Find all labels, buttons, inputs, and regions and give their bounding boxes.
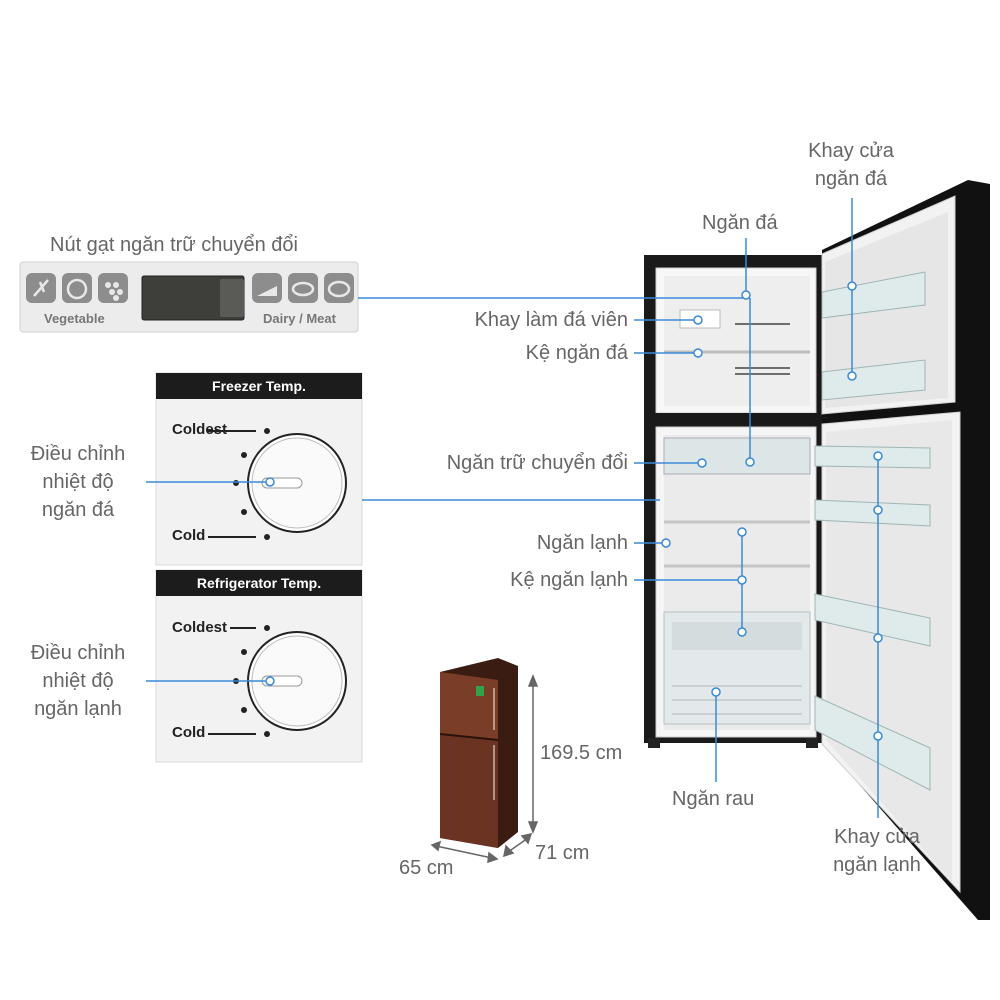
freezer-temp-header: Freezer Temp.	[212, 378, 306, 394]
fridge-temp-header: Refrigerator Temp.	[196, 575, 322, 591]
convertible-drawer-label: Ngăn trữ chuyển đổi	[446, 452, 628, 474]
slider-switch[interactable]	[141, 275, 245, 321]
freezer-callout-line-3: ngăn đá	[41, 499, 115, 521]
freezer-callout-line-2: nhiệt độ	[42, 471, 114, 493]
fridge-door-tray-label: Khay cửa ngăn lạnh	[816, 824, 938, 878]
freezer-label: Ngăn đá	[702, 212, 778, 234]
convertible-switch-panel	[19, 261, 359, 333]
fridge-callout-line-3: ngăn lạnh	[34, 698, 122, 720]
fridge-callout-line-2: nhiệt độ	[42, 670, 114, 692]
fridge-door-tray-line-1: Khay cửa	[834, 826, 920, 848]
freezer-door-tray-line-2: ngăn đá	[814, 168, 888, 190]
switch-panel-title: Nút gạt ngăn trữ chuyển đổi	[50, 234, 298, 256]
freezer-shelf-label: Kệ ngăn đá	[525, 342, 628, 364]
fridge-callout-line-1: Điều chỉnh	[30, 642, 126, 664]
freezer-dial-callout: Điều chỉnh nhiệt độ ngăn đá	[14, 441, 142, 523]
width-dimension: 65 cm	[399, 857, 454, 879]
depth-dimension: 71 cm	[535, 842, 590, 864]
freezer-callout-line-1: Điều chỉnh	[30, 443, 126, 465]
fridge-shelf-label: Kệ ngăn lạnh	[510, 569, 628, 591]
dimension-arrows	[430, 673, 539, 864]
fridge-door-tray-line-2: ngăn lạnh	[833, 854, 921, 876]
vegetable-icons	[26, 273, 128, 303]
ice-tray-label: Khay làm đá viên	[474, 309, 628, 331]
vegetable-label: Vegetable	[44, 311, 105, 326]
freezer-door-tray-line-1: Khay cửa	[808, 140, 894, 162]
fridge-cold-label: Cold	[172, 724, 206, 741]
callout-lines	[146, 198, 883, 818]
freezer-coldest-label: Coldest	[172, 421, 228, 438]
fridge-temp-knob[interactable]	[247, 631, 347, 731]
fridge-coldest-label: Coldest	[172, 619, 228, 636]
small-fridge-image	[439, 658, 518, 848]
dairy-meat-icons	[252, 273, 354, 303]
freezer-temp-knob[interactable]	[247, 433, 347, 533]
height-dimension: 169.5 cm	[540, 742, 623, 764]
vegetable-drawer-label: Ngăn rau	[672, 788, 755, 810]
freezer-dial-panel	[155, 372, 363, 566]
fridge-label: Ngăn lạnh	[536, 532, 628, 554]
fridge-dial-callout: Điều chỉnh nhiệt độ ngăn lạnh	[14, 640, 142, 722]
fridge-dial-panel	[155, 569, 363, 763]
dairy-meat-label: Dairy / Meat	[263, 311, 336, 326]
freezer-door-tray-label: Khay cửa ngăn đá	[790, 138, 912, 192]
freezer-cold-label: Cold	[172, 527, 206, 544]
